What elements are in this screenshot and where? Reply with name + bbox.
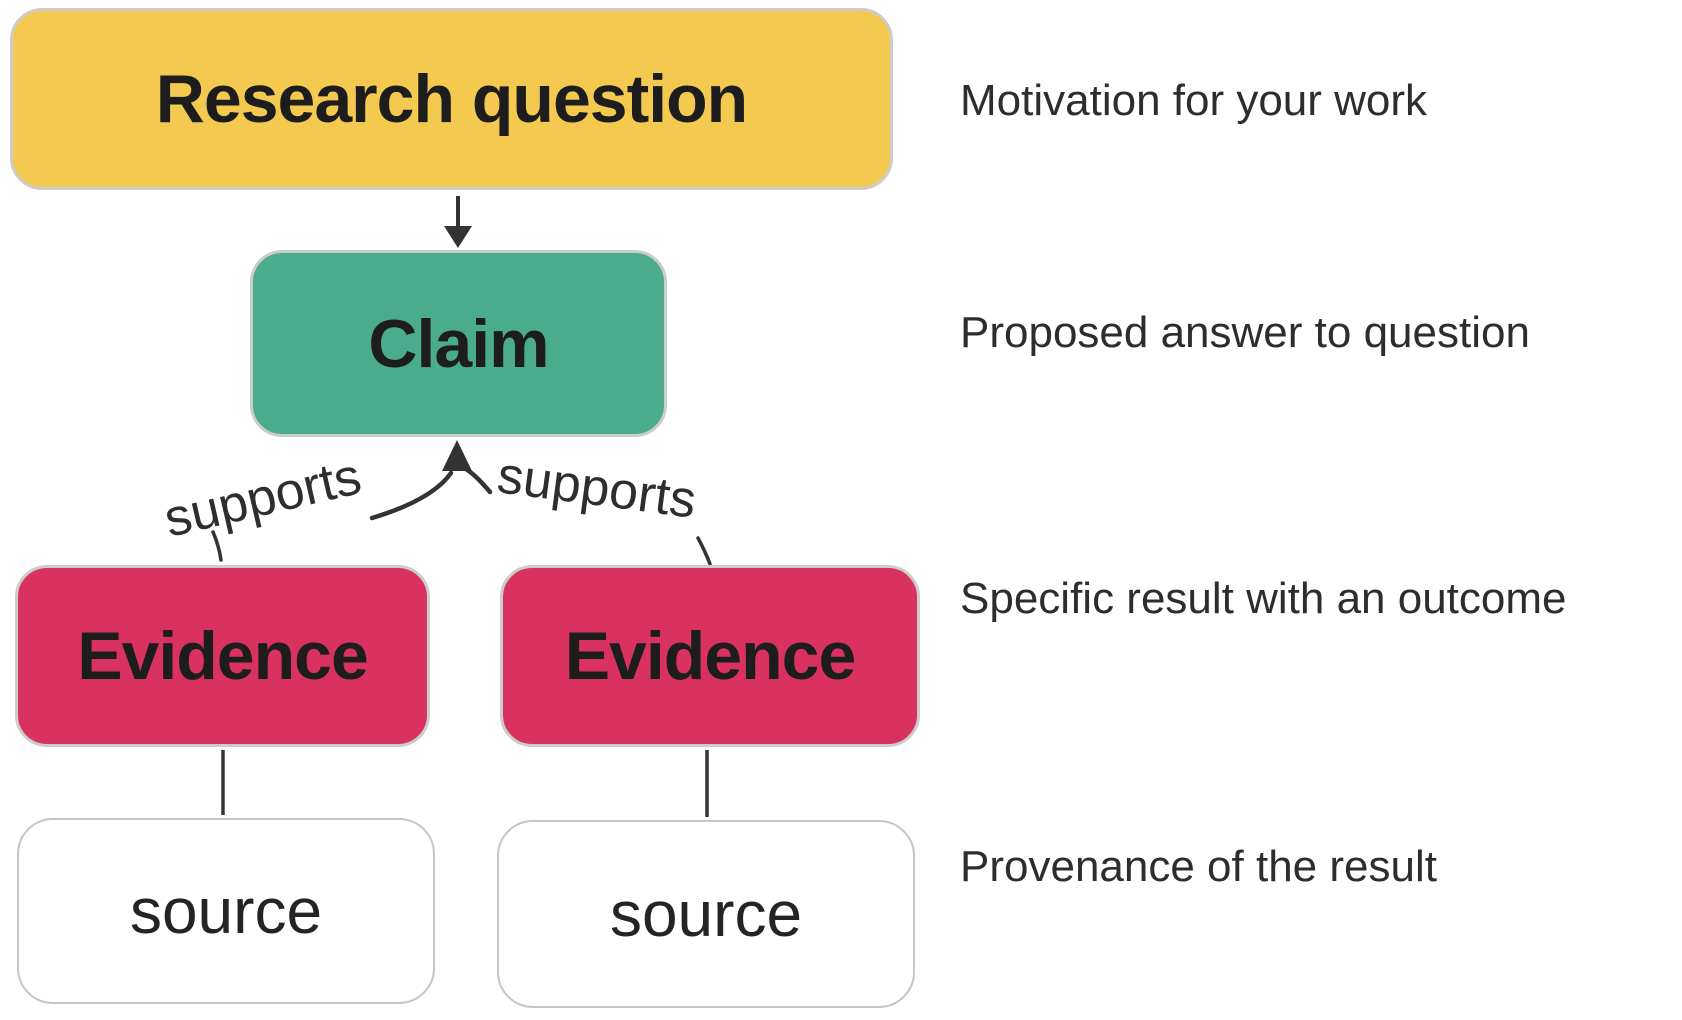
annotation-claim: Proposed answer to question: [960, 308, 1530, 357]
arrow-question-to-claim-head: [444, 226, 472, 248]
node-research-question: Research question: [10, 8, 893, 190]
annotation-source: Provenance of the result: [960, 842, 1437, 891]
arrow-supports-right-curve: [461, 465, 493, 495]
tick-supports-right: [696, 536, 712, 566]
arrow-supports-head: [442, 440, 472, 471]
edge-label-supports-left: supports: [159, 447, 367, 549]
arrow-supports-left-curve: [369, 470, 454, 521]
edge-label-supports-right: supports: [494, 446, 700, 530]
node-evidence-left-label: Evidence: [77, 618, 369, 694]
annotation-research-question: Motivation for your work: [960, 76, 1428, 125]
node-source-right-label: source: [609, 878, 803, 950]
node-source-left: source: [17, 818, 435, 1004]
node-source-right: source: [497, 820, 915, 1008]
node-research-question-label: Research question: [155, 61, 748, 137]
node-evidence-right: Evidence: [500, 565, 920, 747]
node-evidence-right-label: Evidence: [564, 618, 857, 694]
node-evidence-left: Evidence: [15, 565, 430, 747]
node-claim-label: Claim: [368, 305, 549, 382]
node-claim: Claim: [250, 250, 667, 437]
node-source-left-label: source: [129, 875, 323, 947]
annotation-evidence: Specific result with an outcome: [960, 574, 1567, 623]
